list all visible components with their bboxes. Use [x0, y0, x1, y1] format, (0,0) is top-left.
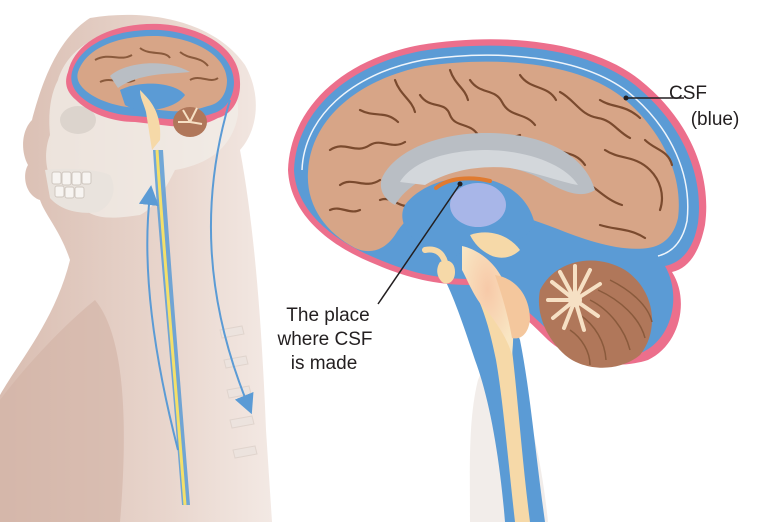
thalamus: [450, 183, 506, 227]
choroid-label-line-2: where CSF: [277, 328, 372, 351]
brain-cross-section: [288, 39, 706, 522]
choroid-leader-dot: [458, 182, 463, 187]
shoulder-shading: [0, 300, 124, 522]
csf-label: CSF: [669, 82, 707, 105]
csf-leader-dot: [624, 96, 629, 101]
body-view: [0, 15, 272, 522]
choroid-label-line-1: The place: [286, 304, 369, 327]
csf-color-note: (blue): [691, 108, 740, 131]
choroid-label-line-3: is made: [291, 352, 358, 375]
